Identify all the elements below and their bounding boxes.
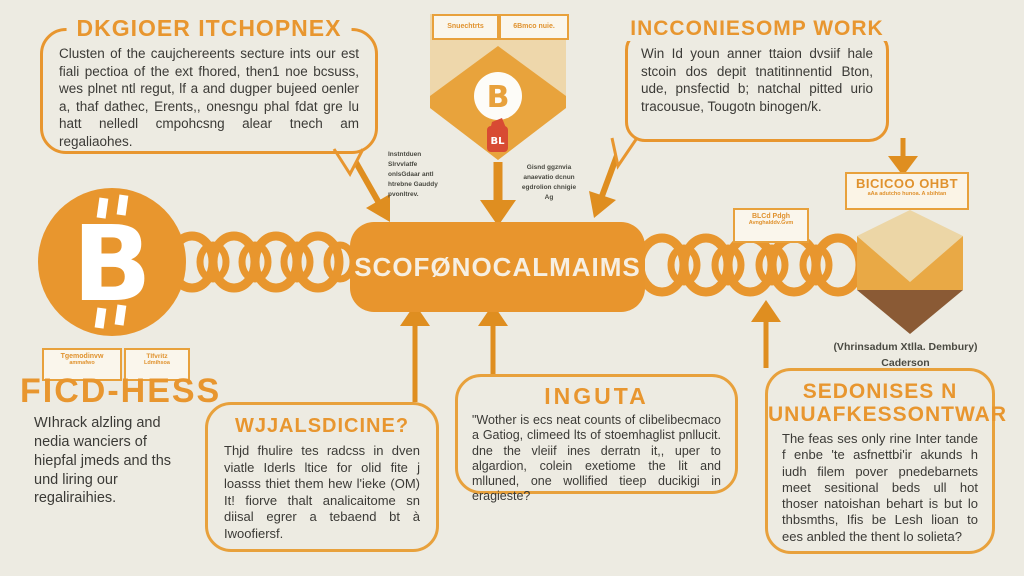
shield-caption-left: Instntduen Slrvvlatfe onlsGdaar antl htr… <box>388 151 438 199</box>
top-left-callout: DKGIOER ITCHOPNEX Clusten of the caujche… <box>40 15 378 154</box>
arrow-inguta-to-banner-icon <box>478 304 508 374</box>
coin-b-glyph: B <box>72 203 151 325</box>
ficd-hess-tag1-line2: ammafwo <box>69 360 95 366</box>
cube-label: BICICOO OHBT aAa adutcho hunoa. A sbihta… <box>845 172 969 210</box>
ficd-hess-tag1-line1: Tgemodinvw <box>60 353 104 360</box>
arrow-topright-to-cube-label-icon <box>888 138 918 176</box>
top-right-callout: INCCONIESOMP WORK Win Id youn anner ttai… <box>620 17 894 142</box>
chain-right-icon <box>635 233 865 297</box>
top-right-callout-title: INCCONIESOMP WORK <box>620 17 894 41</box>
top-left-callout-body: Clusten of the caujchereents secture int… <box>59 46 359 149</box>
red-badge-icon <box>487 126 508 152</box>
ficd-hess-title: FICD-HESS <box>20 372 222 410</box>
inguta-body: "Wother is ecs neat counts of clibelibec… <box>472 413 721 504</box>
coin-bitcoin-icon: B <box>38 188 186 336</box>
cube-icon <box>857 210 963 334</box>
inguta-title: INGUTA <box>544 383 649 409</box>
top-right-callout-body: Win Id youn anner ttaion dvsiif hale stc… <box>641 46 873 114</box>
shield-tag-left: Snuechtrts <box>432 14 499 40</box>
cube-caption-line1: (Vhrinsadum Xtlla. Dembury) <box>833 341 978 353</box>
ficd-hess-tag2-line2: Ldmihsoa <box>144 360 170 366</box>
chain-left-icon <box>166 231 357 293</box>
top-left-callout-title: DKGIOER ITCHOPNEX <box>66 15 352 42</box>
cube-label-sub: aAa adutcho hunoa. A sbihtan <box>867 191 947 197</box>
whalsdicine-panel: WJJALSDICINE? Thjd fhulire tes radcss in… <box>205 402 439 552</box>
ficd-hess-tag2-line1: Tlfvritz <box>146 353 168 360</box>
chain-tag-line1: BLCd Pdgh <box>751 213 791 220</box>
sedonises-title-line2: UNUAFKESSONTWAR <box>768 403 1007 427</box>
central-banner: SCOFØNOCALMAIMS <box>350 222 645 312</box>
cube-caption-line2: Caderson <box>881 356 930 369</box>
ficd-hess-body: WIhrack alzling and nedia wanciers of hi… <box>34 415 172 507</box>
arrow-shield-to-banner-icon <box>480 162 516 226</box>
chain-tag-line2: Avnghalddv.Gvm <box>748 220 794 226</box>
cube-label-title: BICICOO OHBT <box>855 176 959 191</box>
topright-callout-tail <box>610 137 639 170</box>
shield-b-glyph: B <box>487 80 510 115</box>
sedonises-panel: SEDONISES N UNUAFKESSONTWAR The feas ses… <box>765 368 1007 554</box>
whalsdicine-title: WJJALSDICINE? <box>234 415 410 437</box>
shield-bitcoin-blob <box>474 72 522 120</box>
red-badge-label: BL <box>491 136 506 147</box>
ficd-hess-tag2: Tlfvritz Ldmihsoa <box>124 348 190 381</box>
sedonises-body: The feas ses only rine Inter tande f enb… <box>782 431 978 544</box>
whalsdicine-body: Thjd fhulire tes radcss in dven viatle I… <box>224 443 420 541</box>
sedonises-title-line1: SEDONISES N <box>802 380 958 403</box>
sedonises-title: SEDONISES N UNUAFKESSONTWAR <box>768 380 1007 427</box>
shield-caption-right: Gisnd ggznvia anaevatio dcnun egdrolion … <box>521 164 577 202</box>
inguta-panel: INGUTA "Wother is ecs neat counts of cli… <box>455 374 738 503</box>
chain-tag: BLCd Pdgh Avnghalddv.Gvm <box>733 208 809 243</box>
cube-caption: (Vhrinsadum Xtlla. Dembury) Caderson <box>828 340 983 372</box>
arrow-sedonises-to-chain-icon <box>751 300 781 368</box>
arrow-whalsdicine-to-banner-icon <box>400 304 430 402</box>
topleft-callout-tail <box>332 148 365 177</box>
shield-tag-right: 6Bmco nuie. <box>499 14 569 40</box>
shield-icon: B BL <box>430 14 566 160</box>
ficd-hess-tag1: Tgemodinvw ammafwo <box>42 348 122 381</box>
central-banner-label: SCOFØNOCALMAIMS <box>354 251 641 282</box>
